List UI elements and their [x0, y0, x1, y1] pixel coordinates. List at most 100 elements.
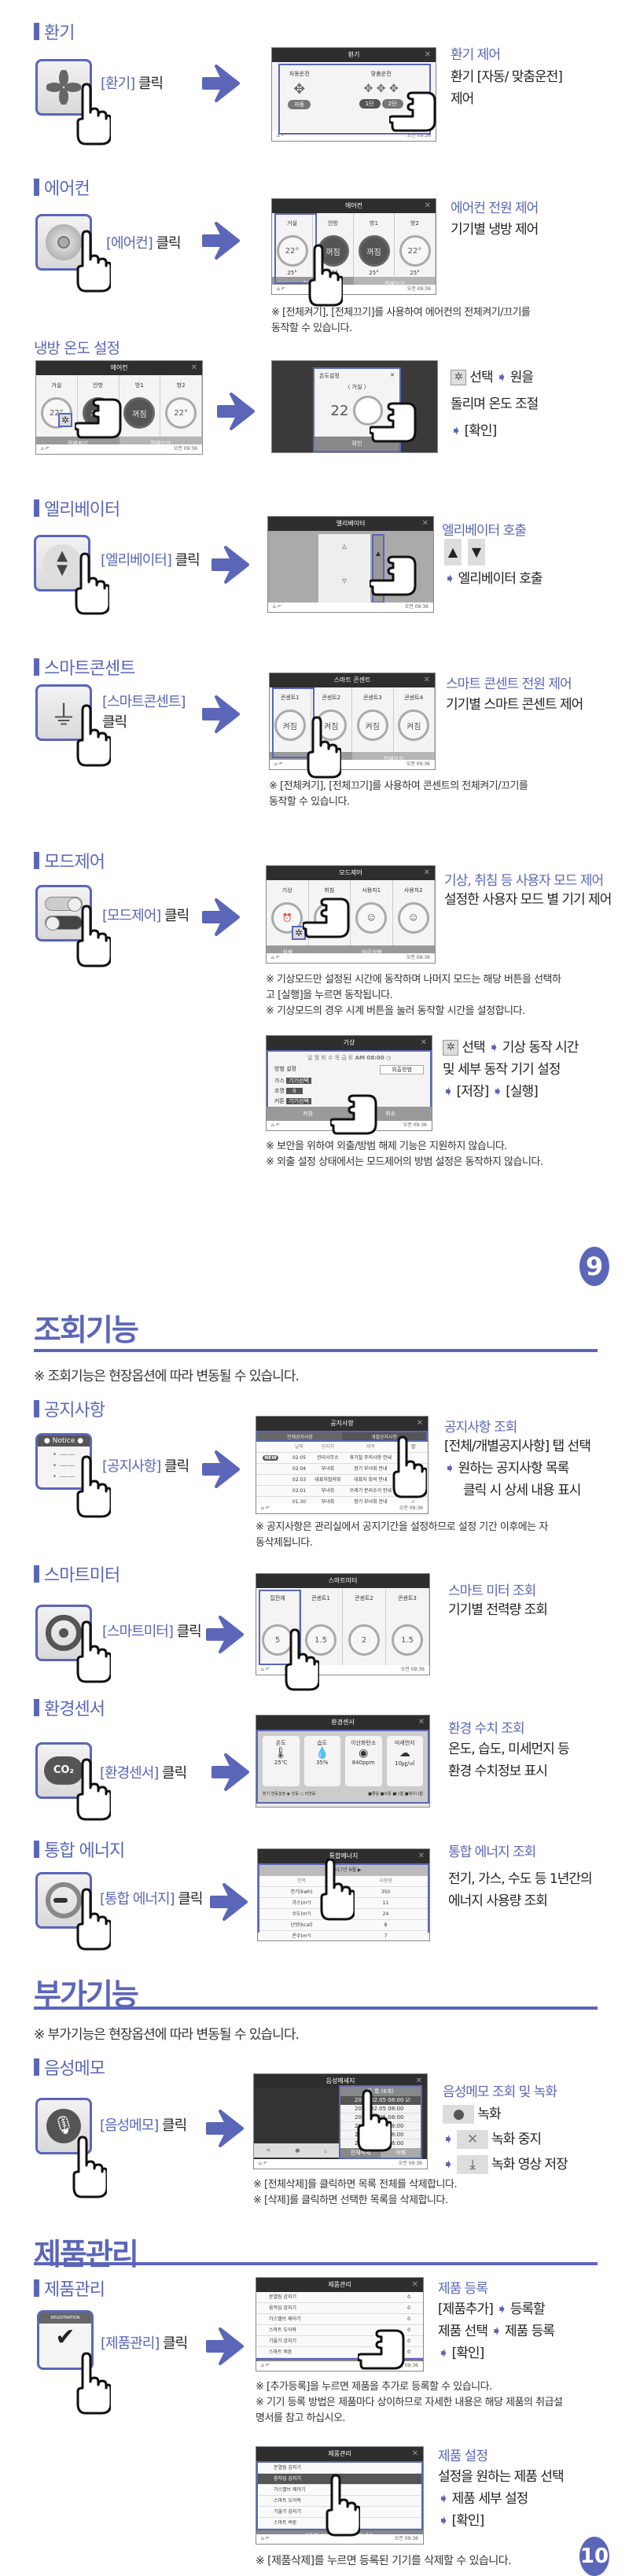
mode-tile[interactable]: 사용자1☺ [351, 880, 393, 945]
section-heading-notice: 공지사항 [34, 1396, 105, 1421]
arrow-right-icon [203, 1612, 247, 1657]
section-heading-product: 제품관리 [34, 2276, 105, 2301]
ventilation-desc: 환기 [자동/ 맞춤운전]제어 [451, 69, 563, 107]
close-icon[interactable]: ✕ [424, 201, 431, 210]
stop-icon: ✕ [456, 2130, 488, 2149]
voice-list-item[interactable]: 2016.02.05 08:00 ☑ [340, 2096, 421, 2105]
outlet-desc-title: 스마트 콘센트 전원 제어 [446, 676, 572, 692]
up-arrow-icon[interactable]: ▲ [444, 539, 462, 566]
humidity-card: 습도💧35% [303, 1736, 340, 1786]
product-title: 제품관리 [34, 2237, 139, 2272]
arrow-right-icon [199, 1447, 243, 1491]
gear-icon[interactable]: ✲ [58, 413, 72, 427]
close-icon[interactable]: ✕ [390, 372, 395, 378]
extra-subnote: ※ 부가기능은 현장옵션에 따라 변동될 수 있습니다. [34, 2027, 300, 2043]
product-row[interactable]: 문열림 감지기 [258, 2463, 421, 2474]
co2-cloud-icon: CO₂ [44, 1756, 83, 1785]
aircon-desc-title: 에어컨 전원 제어 [451, 201, 539, 216]
elevator-button[interactable]: ▲▼ [34, 535, 90, 591]
tab-all-notice[interactable]: 전체공지사항 [286, 1435, 314, 1440]
alarm-clock-icon: ⏰ [271, 902, 303, 934]
delete-button[interactable]: 삭제 [381, 2148, 421, 2158]
auto-button[interactable]: 자동 [288, 100, 311, 109]
notice-icon: ● Notice ● [38, 1435, 90, 1446]
hand-pointer-icon [303, 893, 350, 940]
user-icon: ☺ [355, 902, 388, 934]
voice-actions: ● 녹화 ➧ ✕ 녹화 중지 ➧ ⤓ 녹화 영상 저장 [443, 2105, 568, 2174]
co2-icon: ◉ [359, 1747, 369, 1760]
elevator-desc-title: 엘리베이터 호출 [442, 523, 527, 539]
hand-pointer-icon [305, 716, 341, 779]
product-manage-button[interactable]: REGISTRATION ✔ [37, 2310, 94, 2370]
delete-all-button[interactable]: 전체삭제 [350, 2150, 371, 2156]
title-rule [34, 2007, 598, 2010]
down-arrow-icon[interactable]: ▼ [468, 539, 485, 566]
arrow-right-icon [199, 895, 243, 939]
fan-icon [46, 70, 81, 105]
notice-click-label: [공지사항] 클릭 [102, 1458, 189, 1475]
mode-notes: ※ 기상모드만 설정된 시간에 동작하며 나머지 모드는 해당 버튼을 선택하고… [266, 974, 561, 1017]
voice-memo-button[interactable]: 🎙 [35, 2098, 92, 2154]
env-screen: 환경센서✕ 온도🌡25℃ 습도💧35% 이산화탄소◉840ppm 미세먼지☁10… [256, 1715, 430, 1808]
energy-row: 온수(m³)7 [259, 1931, 428, 1940]
fan-speed-icons: ✥ ✥ ✥ [363, 83, 399, 95]
outlet-note: ※ [전체켜기], [전체끄기]를 사용하여 콘센트의 전체켜기/끄기를 동작할… [269, 780, 528, 808]
download-icon[interactable]: ⤓ [324, 2147, 327, 2154]
temp-desc: ✲ 선택 ➧ 원을 돌리며 온도 조절 ➧ [확인] [451, 370, 539, 439]
hand-pointer-icon [318, 1858, 355, 1921]
product-settings-note: ※ [제품삭제]를 누르면 등록된 기기를 삭제할 수 있습니다. [256, 2555, 512, 2567]
outlet-desc: 기기별 스마트 콘센트 제어 [446, 697, 583, 713]
extra-title: 부가기능 [34, 1977, 139, 2012]
speed-2-button[interactable]: 2단 [381, 99, 403, 109]
save-button[interactable]: 저장 [303, 1111, 313, 1117]
aircon-note: ※ [전체켜기], [전체끄기]를 사용하여 에어컨의 전체켜기/끄기를 동작할… [271, 307, 531, 334]
temperature-card: 온도🌡25℃ [263, 1736, 300, 1786]
mode-tile[interactable]: 사용자2☺ [392, 880, 435, 945]
hand-pointer-icon [358, 2324, 405, 2371]
instant-run-button[interactable]: 바로실행 [361, 949, 382, 956]
stop-icon[interactable]: ✕ [266, 2147, 271, 2154]
lookup-subnote: ※ 조회기능은 현장옵션에 따라 변동될 수 있습니다. [34, 1369, 300, 1384]
tab-individual-notice[interactable]: 개별공지사항 [342, 1432, 426, 1440]
temp-dial[interactable] [353, 396, 384, 426]
product-reg-notes: ※ [추가등록]을 누르면 제품을 추가로 등록할 수 있습니다.※ 기기 등록… [256, 2381, 563, 2424]
arrow-right-icon [203, 2324, 247, 2368]
hand-pointer-icon [370, 551, 417, 598]
close-icon[interactable]: ✕ [424, 50, 431, 59]
thermometer-icon: 🌡 [274, 1747, 289, 1760]
speed-1-button[interactable]: 1단 [359, 99, 381, 109]
cancel-button[interactable]: 취소 [385, 1111, 395, 1117]
trash-icon[interactable]: 🗑 [410, 1444, 417, 1450]
voice-list-item[interactable]: 2016.02.05 08:00 [340, 2105, 421, 2113]
checkbox-checked[interactable]: ✓ [411, 1499, 416, 1505]
plug-icon: ⏚ [50, 699, 77, 732]
record-icon[interactable]: ● [295, 2147, 300, 2154]
co2-card: 이산화탄소◉840ppm [345, 1736, 382, 1786]
run-button[interactable]: 실행 [282, 949, 293, 956]
title-rule [34, 2262, 598, 2265]
page-number: 10 [579, 2537, 609, 2576]
cloud-icon: ☁ [399, 1747, 410, 1760]
section-heading-ventilation: 환기 [34, 19, 75, 44]
